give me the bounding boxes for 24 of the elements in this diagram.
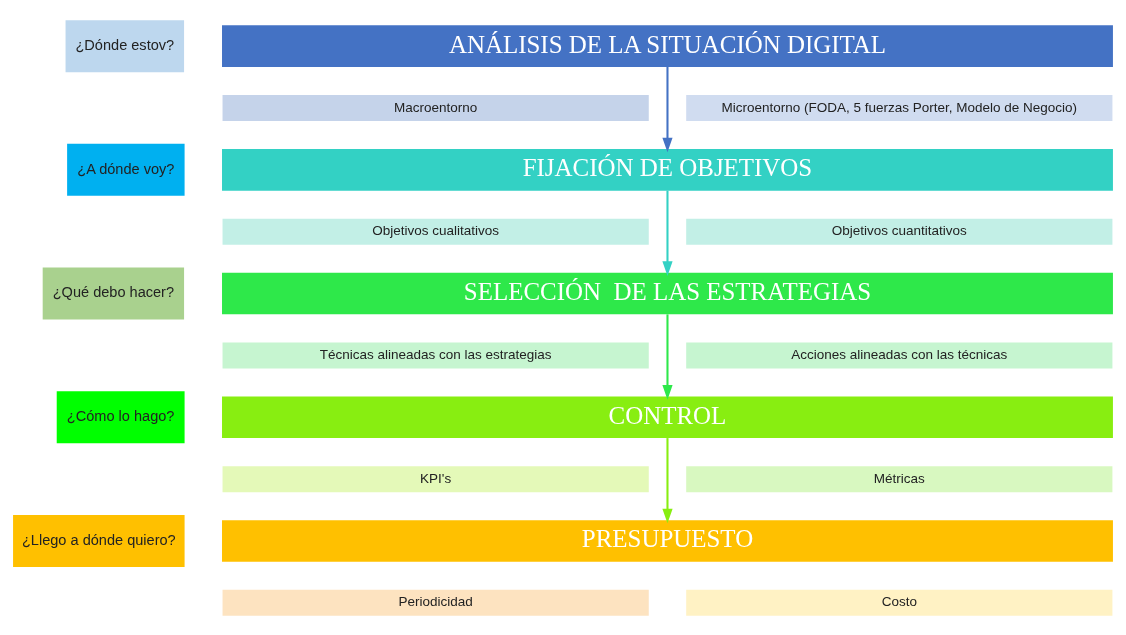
node-box: Costo [686,589,1113,616]
node-box: Acciones alineadas con las técnicas [686,341,1113,368]
node-box: ¿Dónde estov? [65,19,185,72]
arrow [662,190,673,276]
arrow [662,313,673,400]
arrow [662,66,673,152]
node-box: Macroentorno [222,94,649,121]
node-box: ¿Cómo lo hago? [56,390,185,443]
node-box: PRESUPUESTO [222,519,1113,562]
node-box: ANÁLISIS DE LA SITUACIÓN DIGITAL [222,24,1113,67]
node-box: Objetivos cuantitativos [686,218,1113,245]
node-box: ¿Llego a dónde quiero? [13,514,185,567]
node-box: Objetivos cualitativos [222,218,649,245]
node-box: ¿Qué debo hacer? [42,267,185,320]
node-box: SELECCIÓN DE LAS ESTRATEGIAS [222,272,1113,314]
arrow [662,437,673,523]
node-box: Técnicas alineadas con las estrategias [222,341,649,368]
node-box: FIJACIÓN DE OBJETIVOS [222,148,1113,191]
node-box: KPI's [222,465,649,492]
node-box: Métricas [686,465,1113,492]
node-box: Periodicidad [222,589,649,616]
node-box: ¿A dónde voy? [67,143,185,196]
node-box: CONTROL [222,396,1113,438]
node-box: Microentorno (FODA, 5 fuerzas Porter, Modelo de Negocio) [686,94,1113,121]
